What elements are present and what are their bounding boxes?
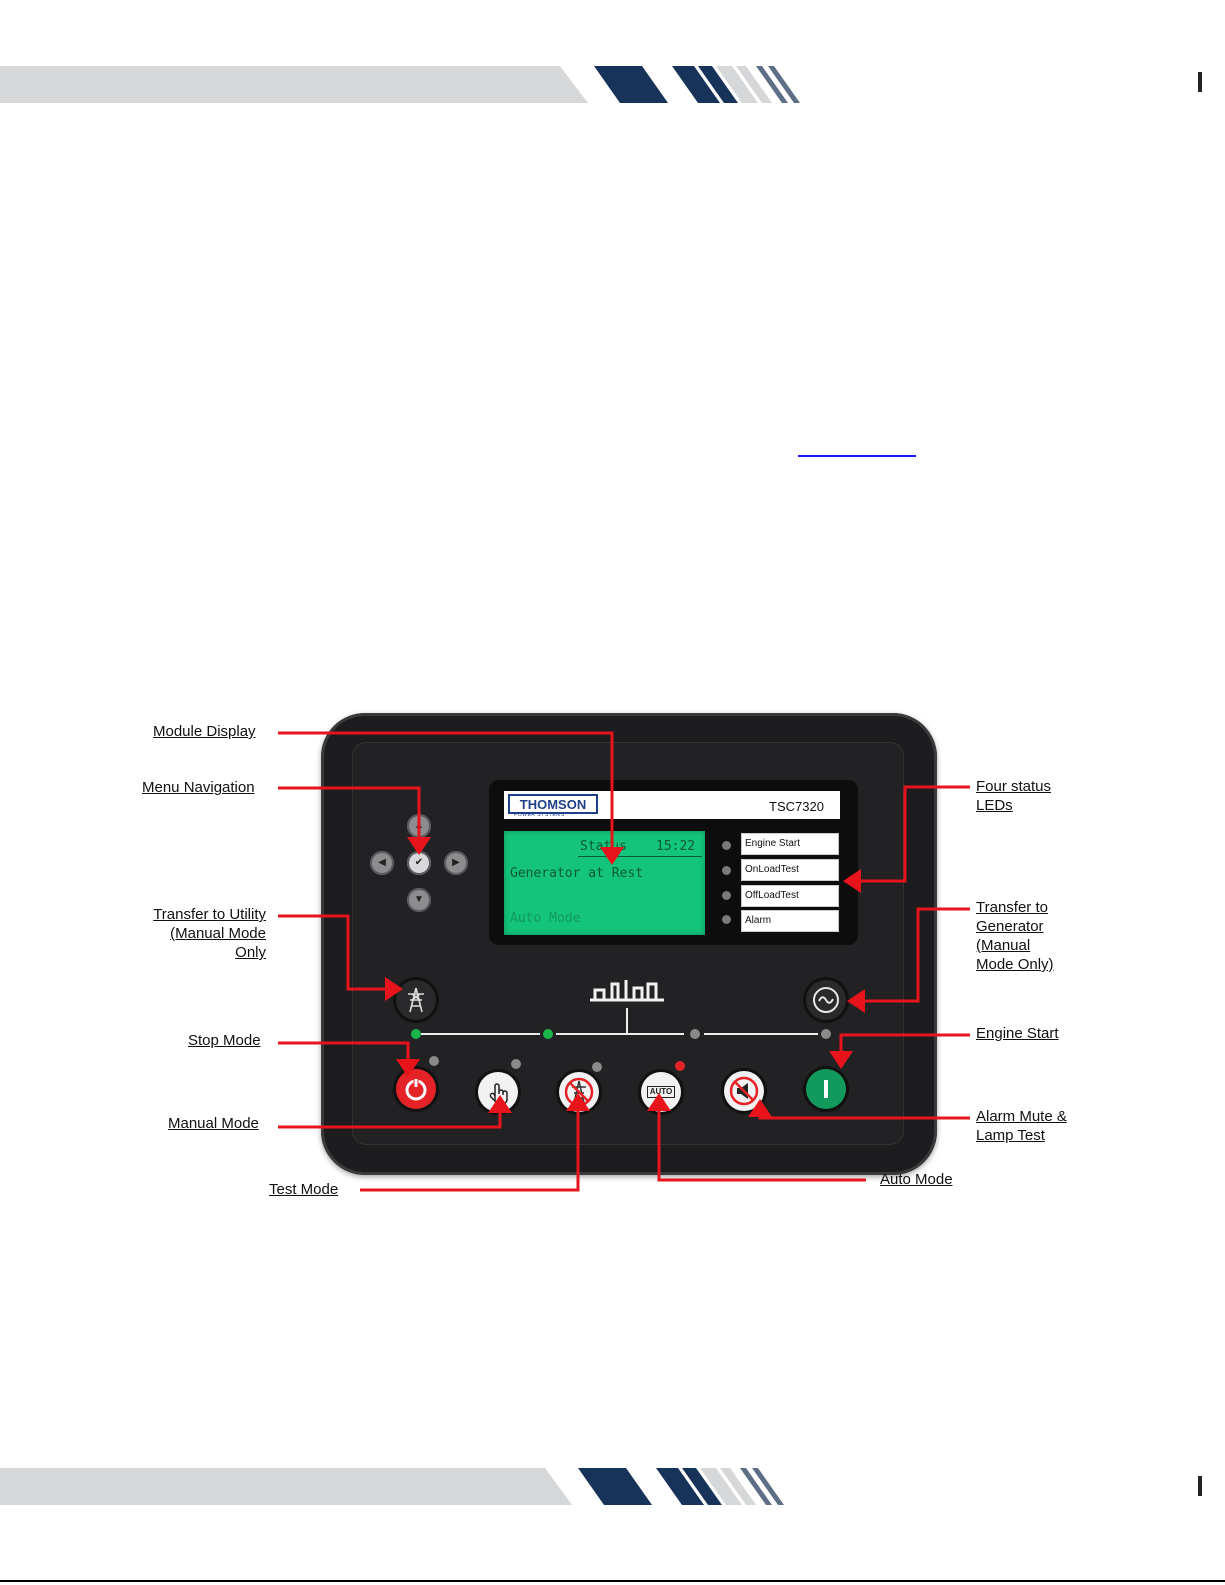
start-icon — [824, 1080, 828, 1098]
footer-band — [0, 1468, 1202, 1505]
led-label-onload-test: OnLoadTest — [741, 859, 839, 881]
horn-mute-icon — [729, 1076, 759, 1106]
engine-start-button[interactable] — [806, 1069, 846, 1109]
label-engine-start: Engine Start — [976, 1025, 1059, 1042]
label-stop-mode: Stop Mode — [188, 1032, 261, 1049]
model-number: TSC7320 — [769, 799, 824, 814]
status-led-onload-test — [722, 866, 731, 875]
label-transfer-generator-line2: Generator — [976, 918, 1044, 935]
led-label-offload-test: OffLoadTest — [741, 885, 839, 907]
nav-right-button[interactable]: ▶ — [444, 851, 468, 875]
label-auto-mode: Auto Mode — [880, 1171, 953, 1188]
stop-icon — [405, 1078, 427, 1101]
label-test-mode: Test Mode — [269, 1181, 339, 1198]
label-alarm-mute: Alarm Mute & Lamp Test — [976, 1107, 1067, 1145]
label-module-display: Module Display — [153, 723, 256, 740]
label-alarm-mute-line1: Alarm Mute & — [976, 1108, 1067, 1125]
link-underline[interactable] — [798, 455, 916, 457]
label-four-leds-line1: Four status — [976, 778, 1052, 795]
bottom-rule — [0, 1580, 1225, 1582]
label-transfer-utility-line2: (Manual Mode — [170, 925, 266, 942]
header-band — [0, 66, 1202, 103]
status-led-offload-test — [722, 891, 731, 900]
label-transfer-generator-line4: Mode Only) — [976, 956, 1054, 973]
nav-down-button[interactable]: ▼ — [407, 888, 431, 912]
status-led-alarm — [722, 915, 731, 924]
label-alarm-mute-line2: Lamp Test — [976, 1127, 1045, 1144]
lcd-rule — [578, 856, 702, 857]
label-transfer-generator: Transfer to Generator (Manual Mode Only) — [976, 898, 1054, 974]
pylon-icon — [408, 987, 424, 1013]
label-four-leds-line2: LEDs — [976, 797, 1013, 814]
lcd-mode: Auto Mode — [510, 911, 581, 926]
label-manual-mode: Manual Mode — [168, 1115, 259, 1132]
lcd-time: 15:22 — [656, 839, 696, 854]
brand-subtitle: POWER SYSTEMS — [514, 812, 565, 818]
nav-left-button[interactable]: ◀ — [370, 851, 394, 875]
label-menu-navigation: Menu Navigation — [142, 779, 255, 796]
generator-icon — [813, 987, 839, 1013]
label-transfer-utility: Transfer to Utility (Manual Mode Only — [140, 905, 266, 962]
label-transfer-generator-line1: Transfer to — [976, 899, 1048, 916]
nav-ok-button[interactable]: ✔ — [407, 851, 431, 875]
transfer-generator-button[interactable] — [806, 980, 846, 1020]
label-transfer-utility-line1: Transfer to Utility — [153, 906, 266, 923]
status-led-engine-start — [722, 841, 731, 850]
label-transfer-generator-line3: (Manual — [976, 937, 1031, 954]
label-four-leds: Four status LEDs — [976, 777, 1051, 815]
led-label-engine-start: Engine Start — [741, 833, 839, 855]
label-transfer-utility-line3: Only — [235, 944, 266, 961]
led-label-alarm: Alarm — [741, 910, 839, 932]
brand-logo: THOMSON — [508, 794, 598, 814]
lcd-message: Generator at Rest — [510, 866, 644, 881]
